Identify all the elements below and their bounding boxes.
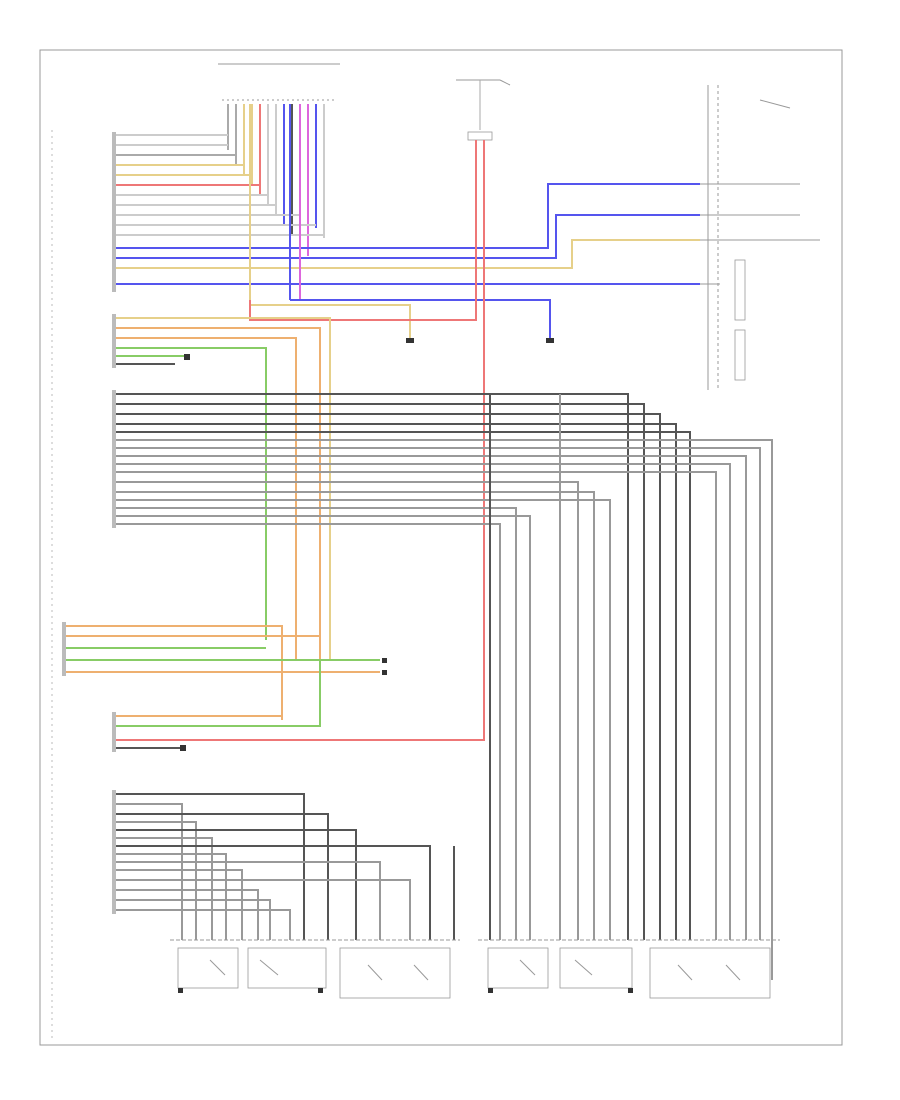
driver-seat-motors bbox=[170, 939, 460, 999]
lower-connector-wires bbox=[116, 660, 321, 751]
middle-connector-wires bbox=[116, 317, 331, 660]
memory-switch-feed bbox=[249, 299, 554, 343]
passenger-seat-motors bbox=[478, 939, 780, 999]
driver-seat-bundle bbox=[116, 793, 455, 940]
right-memory-module bbox=[700, 85, 820, 390]
red-power-feed bbox=[116, 140, 485, 741]
pin-markers bbox=[62, 132, 116, 914]
ground-symbols bbox=[178, 988, 633, 993]
diagram-frame bbox=[39, 49, 843, 1046]
top-connector bbox=[218, 63, 340, 256]
left-small-connector bbox=[66, 625, 387, 720]
main-black-bundle bbox=[116, 393, 773, 980]
upper-wire-bundle bbox=[116, 104, 700, 300]
fuse-block bbox=[456, 79, 511, 141]
